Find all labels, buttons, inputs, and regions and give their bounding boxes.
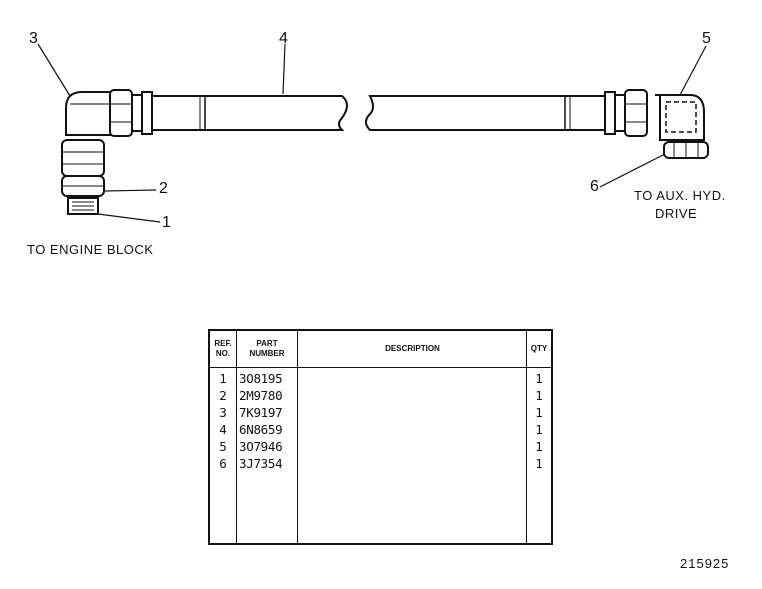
cell-ref-no: 4 [219, 422, 227, 437]
header-ref-no: REF.NO. [214, 339, 232, 358]
cell-part-number: 6N8659 [239, 422, 283, 437]
table-row: 13O8195CONNECTOR------------------------… [210, 371, 551, 388]
table-row: 37K9197ELBOW----------------------------… [210, 405, 551, 422]
callout-6: 6 [590, 178, 599, 195]
cell-qty: 1 [535, 456, 543, 471]
cell-part-number: 3O7946 [239, 439, 283, 454]
cell-ref-no: 5 [219, 439, 227, 454]
cell-ref-no: 2 [219, 388, 227, 403]
callout-3: 3 [29, 30, 38, 47]
cell-part-number: 2M9780 [239, 388, 283, 403]
cell-qty: 1 [535, 439, 543, 454]
callout-5: 5 [702, 30, 711, 47]
left-elbow [65, 91, 113, 136]
left-hex-nut [109, 89, 133, 137]
leader-2 [103, 189, 157, 192]
cell-qty: 1 [535, 422, 543, 437]
leader-6 [599, 153, 666, 188]
callout-2: 2 [159, 180, 168, 197]
cell-ref-no: 3 [219, 405, 227, 420]
left-hose [151, 95, 348, 131]
leader-3 [37, 43, 71, 97]
cell-part-number: 3J7354 [239, 456, 283, 471]
table-row: 22M9780SEAL-----------------------------… [210, 388, 551, 405]
figure-number: 215925 [680, 556, 730, 571]
table-row: 63J7354SEAL-----------------------------… [210, 456, 551, 473]
right-elbow [655, 94, 705, 141]
cell-qty: 1 [535, 405, 543, 420]
cell-part-number: 7K9197 [239, 405, 283, 420]
hose-assembly-drawing [37, 43, 709, 223]
leader-1 [97, 213, 161, 223]
right-hex-nut [624, 89, 648, 137]
cell-part-number: 3O8195 [239, 371, 283, 386]
callout-4: 4 [279, 30, 288, 47]
leader-4 [282, 43, 286, 95]
label-engine-block: TO ENGINE BLOCK [27, 242, 154, 257]
connector-nut-upper [61, 139, 105, 177]
leader-5 [679, 45, 707, 96]
cell-qty: 1 [535, 371, 543, 386]
table-row: 46N8659HOSE ASSEM.----------------------… [210, 422, 551, 439]
header-qty: QTY [530, 344, 548, 353]
cell-ref-no: 1 [219, 371, 227, 386]
label-aux-hyd-line1: TO AUX. HYD. [634, 188, 726, 203]
label-aux-hyd-line2: DRIVE [655, 206, 698, 221]
table-row: 53O7946ELBOW----------------------------… [210, 439, 551, 456]
callout-1: 1 [162, 214, 171, 231]
cell-qty: 1 [535, 388, 543, 403]
right-hose [365, 95, 606, 131]
header-description: DESCRIPTION [385, 344, 440, 353]
cell-ref-no: 6 [219, 456, 227, 471]
